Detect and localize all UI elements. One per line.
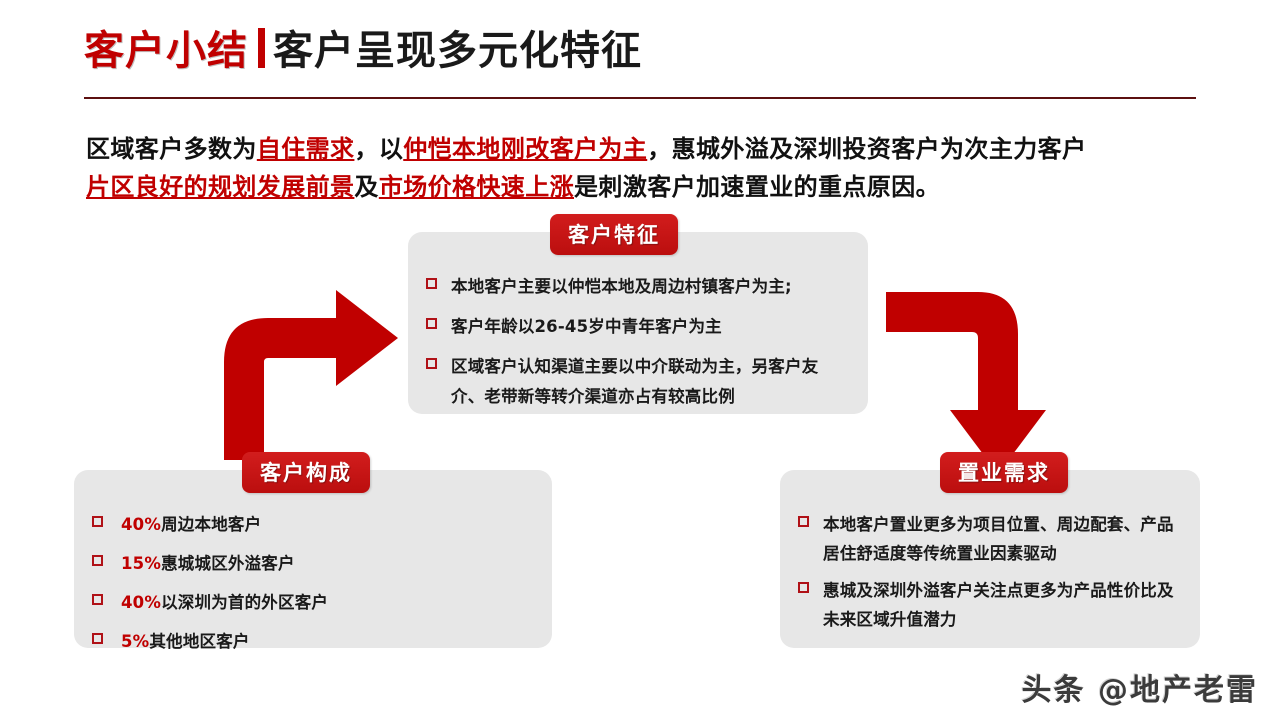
list-item: 区域客户认知渠道主要以中介联动为主，另客户友介、老带新等转介渠道亦占有较高比例	[426, 352, 850, 412]
list-item-label: 区域客户认知渠道主要以中介联动为主，另客户友介、老带新等转介渠道亦占有较高比例	[451, 357, 819, 406]
intro-text-1: 区域客户多数为	[86, 135, 257, 163]
panel-purchase-demand: 置业需求 本地客户置业更多为项目位置、周边配套、产品居住舒适度等传统置业因素驱动…	[780, 452, 1200, 648]
page-title-accent: 客户小结	[84, 28, 248, 74]
percentage-value: 5%	[121, 632, 150, 651]
arrow-up-right-icon	[224, 290, 398, 460]
header-divider-rule	[84, 97, 1196, 99]
page-title-main: 客户呈现多元化特征	[273, 28, 642, 74]
panel-feature-title: 客户特征	[550, 214, 678, 255]
square-bullet-icon	[92, 516, 103, 527]
list-item-label: 本地客户置业更多为项目位置、周边配套、产品居住舒适度等传统置业因素驱动	[823, 515, 1174, 563]
percentage-value: 40%	[121, 593, 162, 612]
square-bullet-icon	[92, 594, 103, 605]
list-item-label: 15%惠城城区外溢客户	[121, 549, 295, 578]
list-item-label: 客户年龄以26-45岁中青年客户为主	[451, 317, 722, 336]
list-item-label: 5%其他地区客户	[121, 627, 250, 656]
panel-feature-body: 本地客户主要以仲恺本地及周边村镇客户为主; 客户年龄以26-45岁中青年客户为主…	[408, 232, 868, 436]
intro-text-2: ，以	[354, 135, 404, 163]
list-item-label: 40%周边本地客户	[121, 510, 261, 539]
list-item: 惠城及深圳外溢客户关注点更多为产品性价比及未来区域升值潜力	[798, 576, 1182, 634]
square-bullet-icon	[798, 582, 809, 593]
list-item: 40%周边本地客户	[92, 510, 534, 539]
arrow-down-icon	[886, 292, 1046, 474]
intro-highlight-2: 仲恺本地刚改客户为主	[403, 135, 648, 163]
panel-composition-title: 客户构成	[242, 452, 370, 493]
list-item: 客户年龄以26-45岁中青年客户为主	[426, 312, 850, 342]
intro-text-3: ，惠城外溢及深圳投资客户为次主力客户	[647, 135, 1087, 163]
percentage-value: 40%	[121, 515, 162, 534]
percentage-caption: 以深圳为首的外区客户	[161, 593, 329, 612]
intro-highlight-1: 自住需求	[256, 135, 355, 163]
square-bullet-icon	[426, 358, 437, 369]
summary-line-1: 区域客户多数为自住需求，以仲恺本地刚改客户为主，惠城外溢及深圳投资客户为次主力客…	[86, 130, 1196, 168]
square-bullet-icon	[798, 516, 809, 527]
panel-demand-body: 本地客户置业更多为项目位置、周边配套、产品居住舒适度等传统置业因素驱动 惠城及深…	[780, 470, 1200, 656]
page-title: 客户小结 客户呈现多元化特征	[84, 24, 1196, 88]
intro-highlight-3: 片区良好的规划发展前景	[86, 173, 355, 201]
summary-paragraph: 区域客户多数为自住需求，以仲恺本地刚改客户为主，惠城外溢及深圳投资客户为次主力客…	[86, 130, 1196, 206]
list-item: 40%以深圳为首的外区客户	[92, 588, 534, 617]
slide-header: 客户小结 客户呈现多元化特征	[84, 24, 1196, 100]
square-bullet-icon	[426, 318, 437, 329]
percentage-caption: 周边本地客户	[161, 515, 262, 534]
list-item: 15%惠城城区外溢客户	[92, 549, 534, 578]
intro-text-5: 是刺激客户加速置业的重点原因。	[574, 173, 941, 201]
square-bullet-icon	[92, 633, 103, 644]
intro-text-4: 及	[354, 173, 379, 201]
list-item: 5%其他地区客户	[92, 627, 534, 656]
square-bullet-icon	[92, 555, 103, 566]
square-bullet-icon	[426, 278, 437, 289]
summary-line-2: 片区良好的规划发展前景及市场价格快速上涨是刺激客户加速置业的重点原因。	[86, 168, 1196, 206]
percentage-caption: 惠城城区外溢客户	[161, 554, 295, 573]
percentage-caption: 其他地区客户	[149, 632, 250, 651]
panel-customer-composition: 客户构成 40%周边本地客户 15%惠城城区外溢客户 40%以深圳为首的外区客户…	[74, 452, 552, 651]
panel-customer-feature: 客户特征 本地客户主要以仲恺本地及周边村镇客户为主; 客户年龄以26-45岁中青…	[408, 214, 868, 414]
watermark: 头条 @地产老雷	[1021, 673, 1258, 708]
intro-highlight-4: 市场价格快速上涨	[378, 173, 575, 201]
title-divider-bar	[258, 28, 265, 68]
list-item-label: 40%以深圳为首的外区客户	[121, 588, 328, 617]
list-item: 本地客户置业更多为项目位置、周边配套、产品居住舒适度等传统置业因素驱动	[798, 510, 1182, 568]
panel-demand-title: 置业需求	[940, 452, 1068, 493]
panel-composition-body: 40%周边本地客户 15%惠城城区外溢客户 40%以深圳为首的外区客户 5%其他…	[74, 470, 552, 680]
list-item-label: 惠城及深圳外溢客户关注点更多为产品性价比及未来区域升值潜力	[823, 581, 1174, 629]
list-item-label: 本地客户主要以仲恺本地及周边村镇客户为主;	[451, 277, 792, 296]
percentage-value: 15%	[121, 554, 162, 573]
list-item: 本地客户主要以仲恺本地及周边村镇客户为主;	[426, 272, 850, 302]
